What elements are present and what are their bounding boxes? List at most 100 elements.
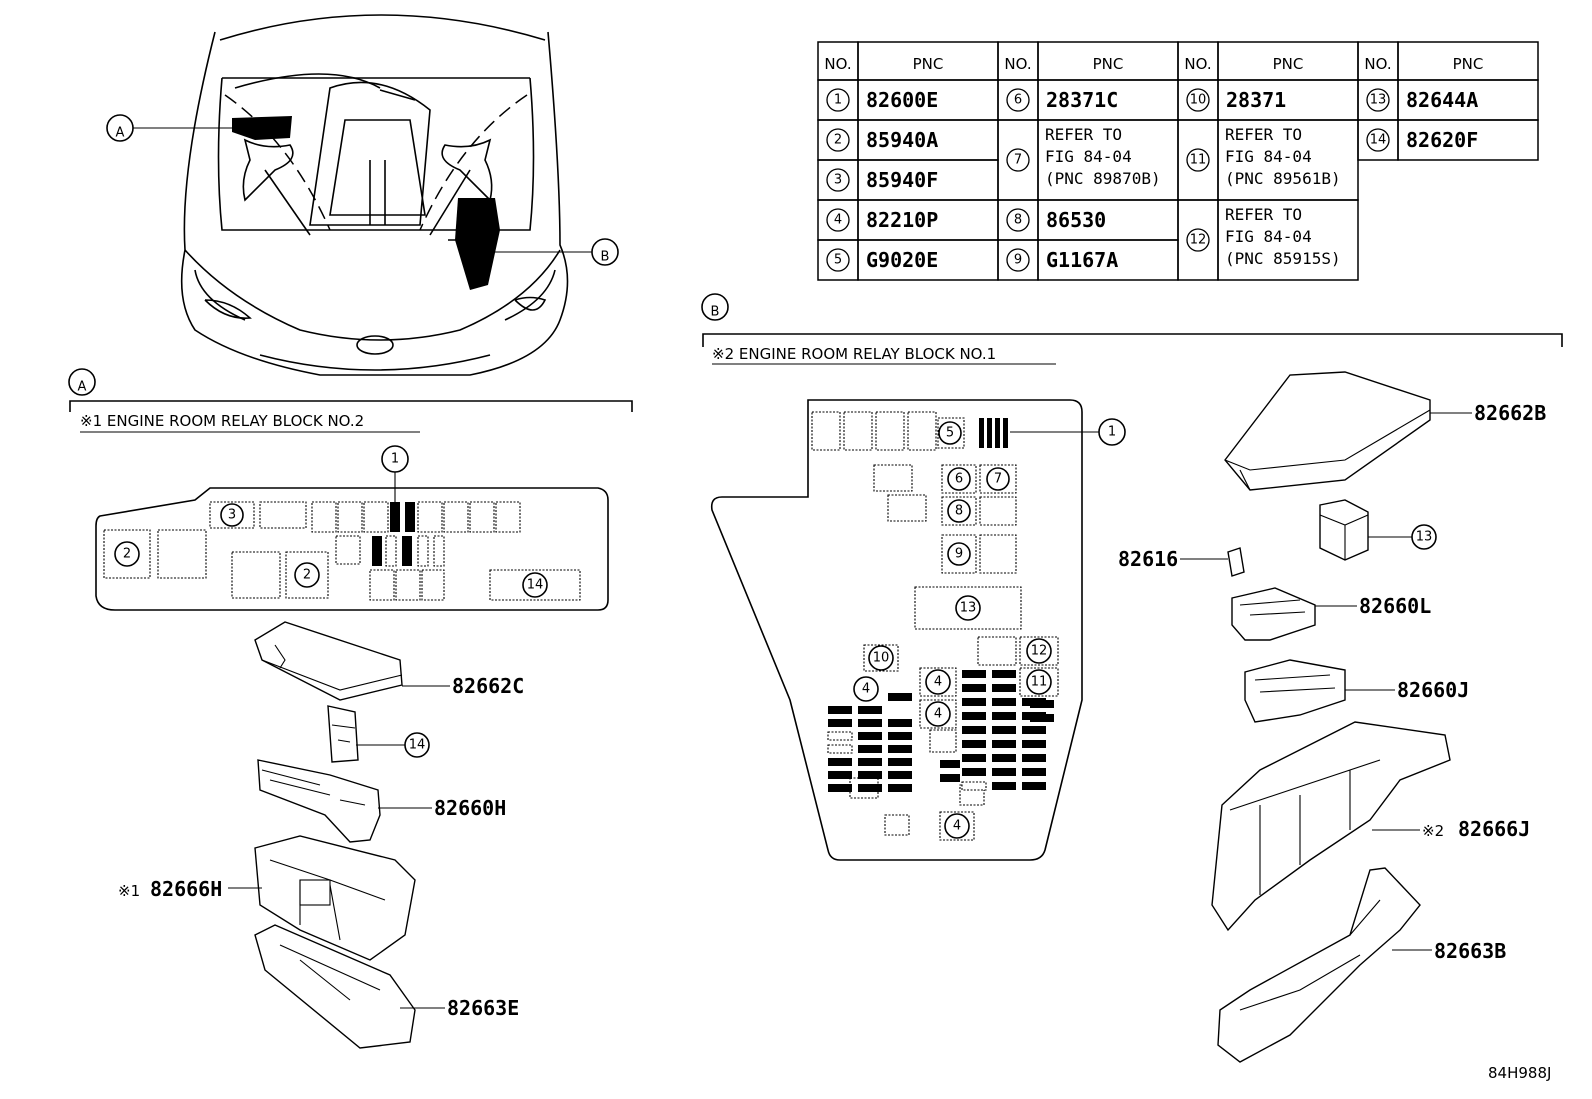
table-no-2: 2: [834, 133, 842, 148]
table-no-circle: [1186, 88, 1210, 112]
table-pnc-cell: [1397, 119, 1539, 161]
a-callout-14b: 14: [409, 738, 426, 753]
table-pnc-9: G1167A: [1046, 248, 1118, 272]
part-82666j: 82666J: [1458, 817, 1530, 841]
b-callout-13b: 13: [1416, 530, 1433, 545]
fuse-slot: [858, 745, 882, 753]
fuse-slot: [992, 740, 1016, 748]
table-no-9: 9: [1014, 253, 1022, 268]
a-callout-2b: 2: [303, 568, 311, 583]
table-pnc-12-line-2: FIG 84-04: [1225, 227, 1312, 246]
part-82663b: 82663B: [1434, 939, 1506, 963]
lower-82663b-drawing: [1217, 867, 1421, 1063]
b-callout-8-circle: [947, 499, 971, 523]
fuse-slot: [1022, 754, 1046, 762]
table-no-10: 10: [1190, 93, 1207, 108]
table-no-circle: [826, 168, 850, 192]
fuse-slot: [962, 740, 986, 748]
a-callout-2a-circle: [114, 541, 140, 567]
b-callout-11: 11: [1031, 675, 1048, 690]
table-no-4: 4: [834, 213, 842, 228]
a-callout-2a: 2: [123, 547, 131, 562]
block-82660h-drawing: [257, 759, 381, 843]
fuse-slot: [888, 719, 912, 727]
box-82666h-drawing: [254, 835, 416, 961]
relay-13-drawing: [1319, 499, 1369, 561]
table-pnc-14: 82620F: [1406, 128, 1478, 152]
table-pnc-12-line-1: REFER TO: [1225, 205, 1302, 224]
part-82660l: 82660L: [1359, 594, 1431, 618]
fuse-14-drawing: [327, 705, 359, 763]
a-callout-3-circle: [220, 503, 244, 527]
marker-a-label: A: [116, 126, 125, 141]
section-a-title: ※1 ENGINE ROOM RELAY BLOCK NO.2: [80, 412, 364, 430]
table-header-no: NO.: [1184, 55, 1211, 73]
b-callout-9-circle: [947, 542, 971, 566]
table-pnc-cell: [1217, 199, 1359, 281]
table-no-7: 7: [1014, 153, 1022, 168]
fuse-slot: [992, 768, 1016, 776]
fuse-slot: [888, 693, 912, 701]
table-header-pnc: PNC: [913, 55, 944, 73]
fuse-slot: [992, 712, 1016, 720]
b-callout-4b-circle: [925, 669, 951, 695]
lower-82663e-drawing: [254, 924, 416, 1049]
fuse-slot: [992, 670, 1016, 678]
b-callout-5-circle: [938, 421, 962, 445]
fuse-slot: [1022, 768, 1046, 776]
b-callout-6-circle: [947, 467, 971, 491]
table-no-circle: [826, 88, 850, 112]
a-callout-2b-circle: [294, 562, 320, 588]
table-pnc-6: 28371C: [1046, 88, 1118, 112]
b-callout-7-circle: [986, 467, 1010, 491]
b-callout-4c: 4: [934, 707, 942, 722]
fuse-slot: [992, 698, 1016, 706]
table-pnc-4: 82210P: [866, 208, 938, 232]
table-header-no: NO.: [1004, 55, 1031, 73]
fuse-slot: [828, 758, 852, 766]
table-no-5: 5: [834, 253, 842, 268]
part-82660h: 82660H: [434, 796, 506, 820]
table-no-circle: [1006, 248, 1030, 272]
table-header-no: NO.: [1364, 55, 1391, 73]
a-callout-14: 14: [527, 578, 544, 593]
fuse-slot: [992, 726, 1016, 734]
car-overview-drawing: [180, 14, 569, 376]
table-pnc-3: 85940F: [866, 168, 938, 192]
fuse-slot: [858, 719, 882, 727]
a-callout-1: 1: [391, 452, 399, 467]
table-header-pnc: PNC: [1273, 55, 1304, 73]
table-pnc-5: G9020E: [866, 248, 938, 272]
table-pnc-10: 28371: [1226, 88, 1286, 112]
fuse-slot: [858, 758, 882, 766]
fuse-slot: [888, 758, 912, 766]
fuse-82616-drawing: [1227, 547, 1245, 577]
fuse-slot: [828, 719, 852, 727]
fuse-slot: [888, 745, 912, 753]
b-callout-10-circle: [868, 645, 894, 671]
fuse-slot: [828, 784, 852, 792]
table-pnc-11-line-1: REFER TO: [1225, 125, 1302, 144]
fuse-slot: [858, 784, 882, 792]
table-no-circle: [1366, 88, 1390, 112]
part-82616: 82616: [1118, 547, 1178, 571]
b-callout-4d-circle: [944, 813, 970, 839]
table-no-circle: [1006, 88, 1030, 112]
table-no-6: 6: [1014, 93, 1022, 108]
a-callout-3: 3: [228, 508, 236, 523]
table-pnc-7-line-1: REFER TO: [1045, 125, 1122, 144]
section-b-marker: B: [711, 305, 720, 320]
table-no-8: 8: [1014, 213, 1022, 228]
fuse-slot: [858, 771, 882, 779]
b-callout-4a: 4: [862, 682, 870, 697]
fuse-slot: [858, 706, 882, 714]
b-callout-4b: 4: [934, 675, 942, 690]
table-pnc-11-line-2: FIG 84-04: [1225, 147, 1312, 166]
table-pnc-13: 82644A: [1406, 88, 1478, 112]
b-callout-4a-circle: [853, 676, 879, 702]
fuse-slot: [962, 684, 986, 692]
fuse-slot: [827, 744, 853, 754]
b-callout-1: 1: [1108, 425, 1116, 440]
b-callout-13: 13: [960, 601, 977, 616]
